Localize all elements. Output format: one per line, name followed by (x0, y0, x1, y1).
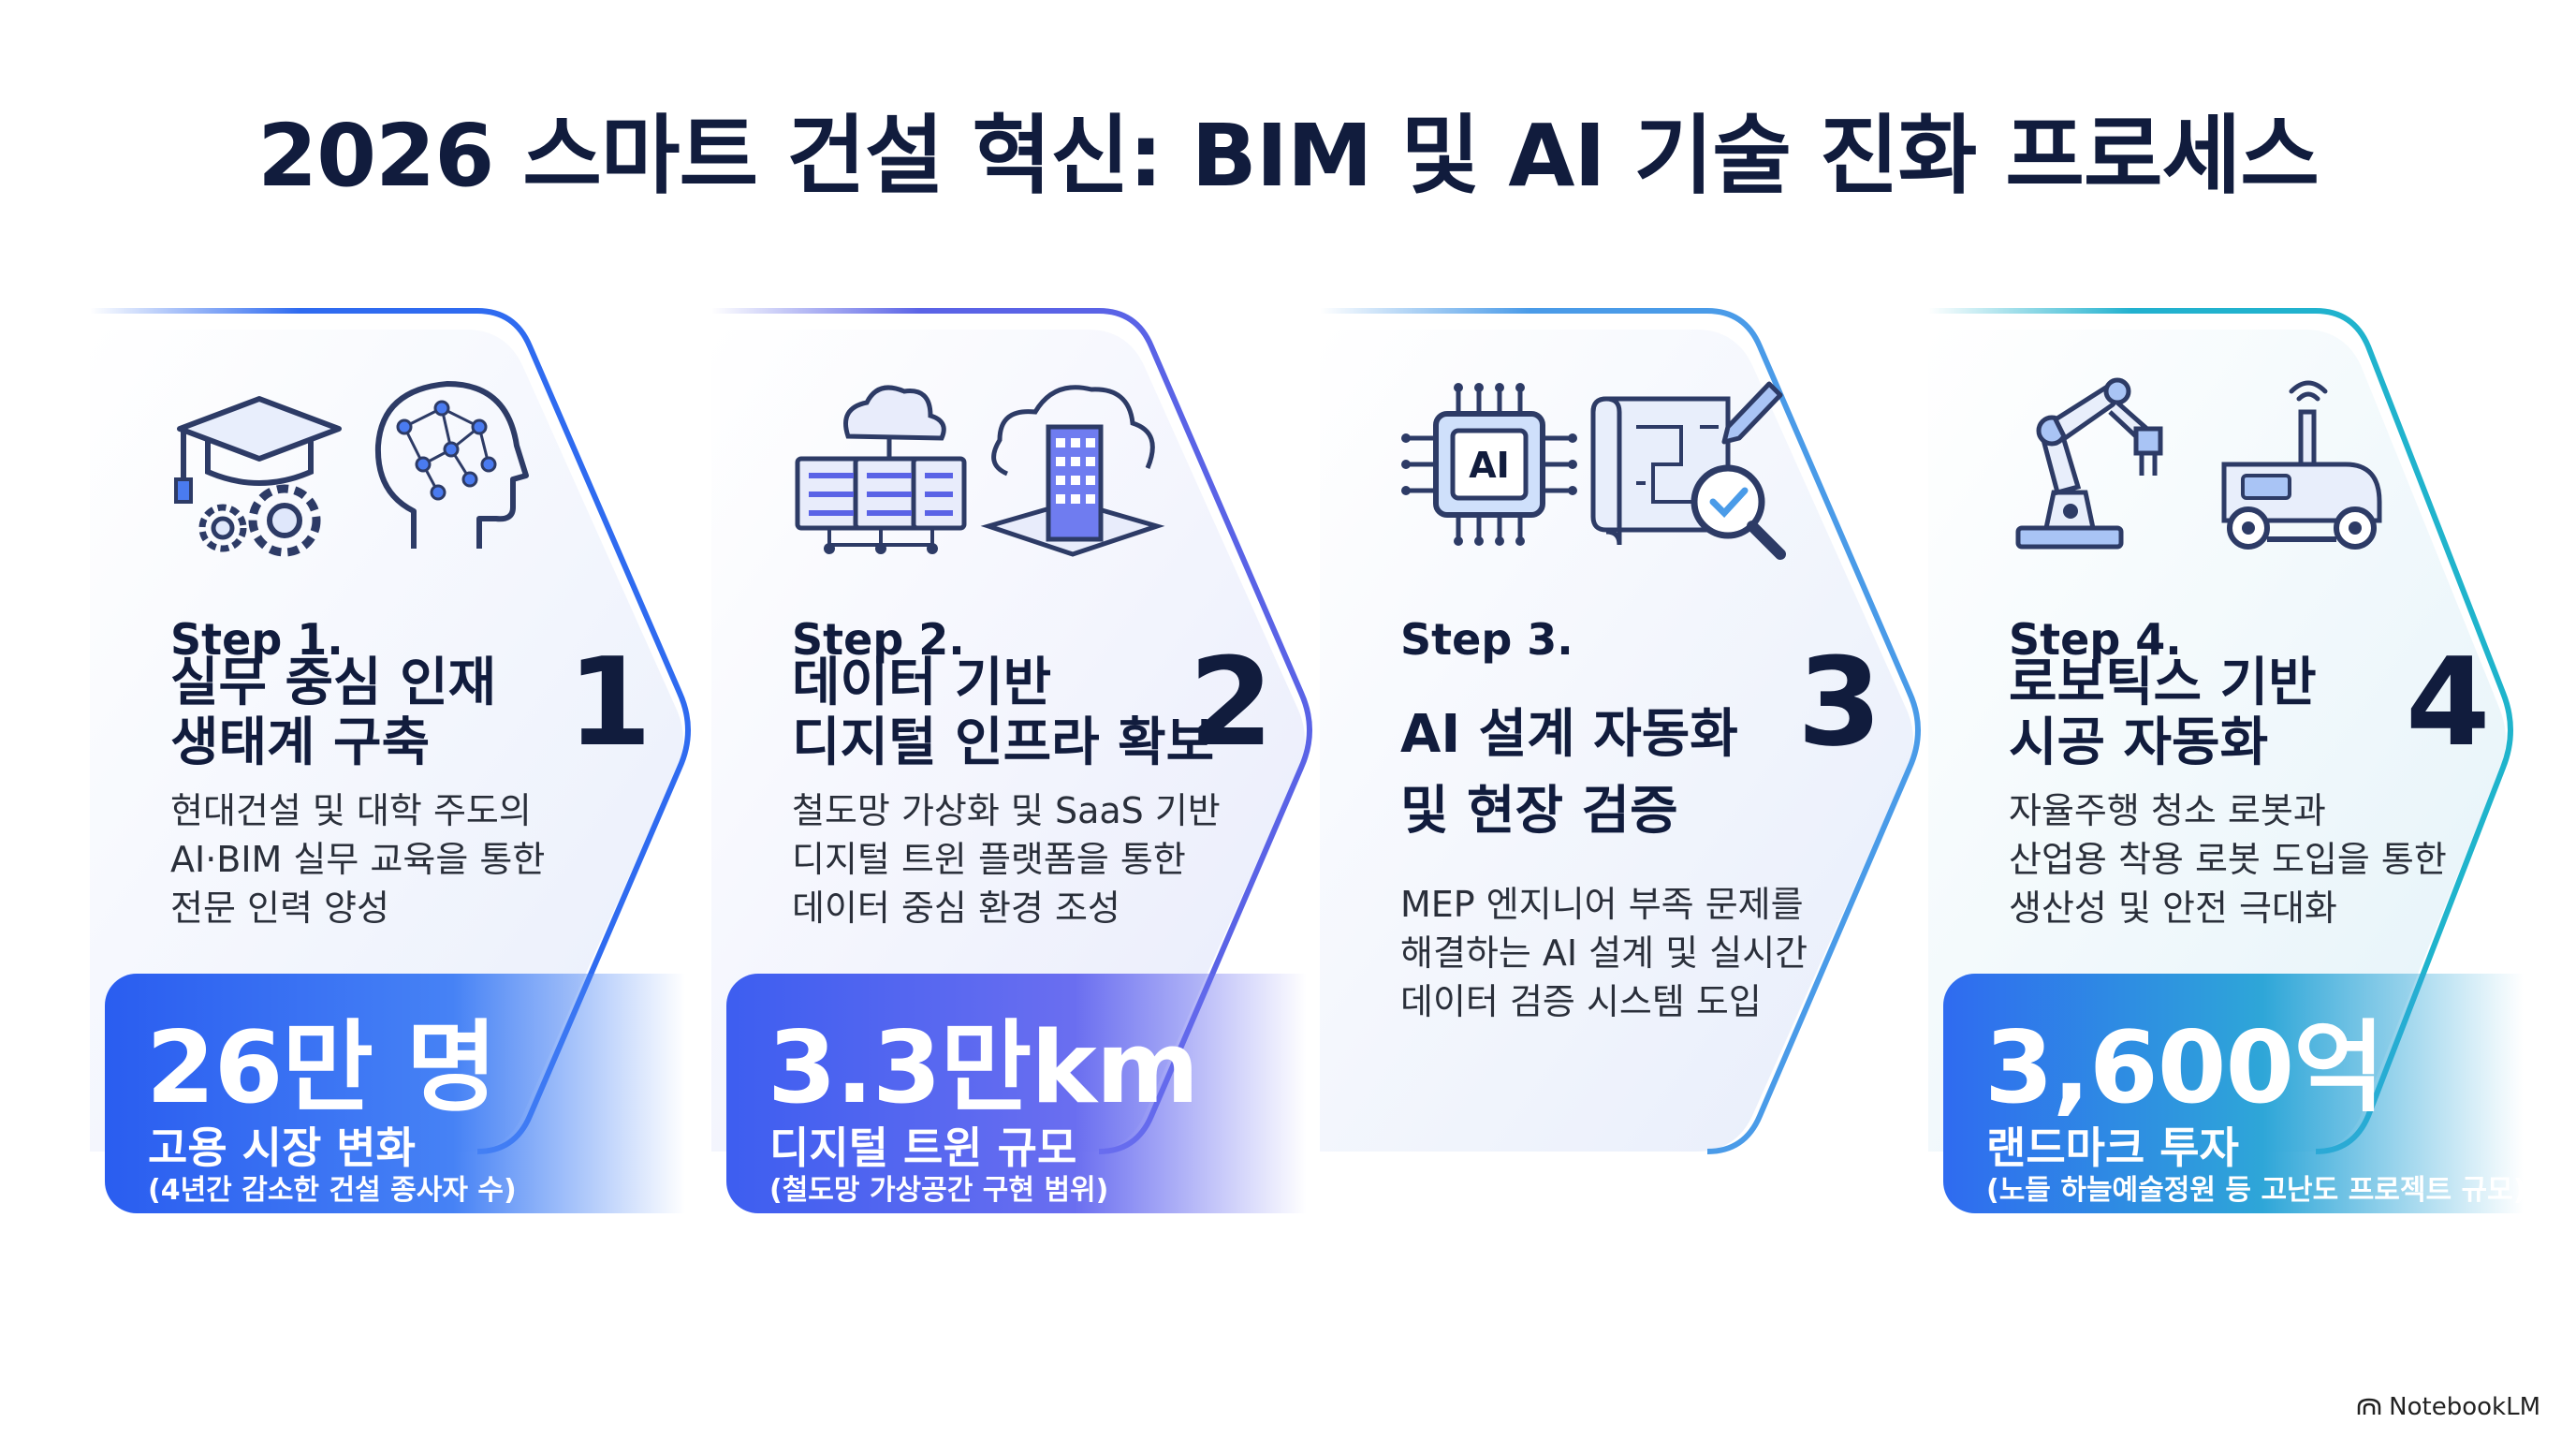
step-1-desc-line-1: 현대건설 및 대학 주도의 (170, 790, 532, 831)
step-2-card: Step 2. 데이터 기반 디지털 인프라 확보 2 철도망 가상화 및 Sa… (711, 305, 1404, 1223)
step-3-description: MEP 엔지니어 부족 문제를 해결하는 AI 설계 및 실시간 데이터 검증 … (1400, 880, 1925, 1026)
step-4-desc-line-1: 자율주행 청소 로봇과 (2009, 790, 2326, 831)
step-3-label: Step 3. (1400, 614, 1573, 665)
step-1-desc-line-2: AI·BIM 실무 교육을 통한 (170, 839, 546, 880)
step-2-description: 철도망 가상화 및 SaaS 기반 디지털 트윈 플랫폼을 통한 데이터 중심 … (792, 786, 1316, 932)
notebooklm-watermark: NotebookLM (2357, 1393, 2540, 1421)
autonomous-robot-icon (2221, 380, 2382, 550)
step-2-title: 데이터 기반 디지털 인프라 확보 (792, 653, 1279, 773)
step-2-desc-line-3: 데이터 중심 환경 조성 (792, 888, 1120, 929)
step-2-title-line-1: 데이터 기반 (792, 653, 1052, 713)
step-1-stat-sub: (4년간 감소한 건설 종사자 수) (148, 1174, 517, 1207)
step-2-stat-sub: (철도망 가상공간 구현 범위) (769, 1174, 1109, 1207)
step-3-number: 3 (1797, 631, 1882, 773)
cloud-server-icon (795, 385, 967, 554)
step-4-title-line-1: 로보틱스 기반 (2009, 653, 2317, 713)
step-3-title-line-1: AI 설계 자동화 (1400, 704, 1738, 765)
step-4-title-line-2: 시공 자동화 (2009, 712, 2269, 773)
step-4-stat-sub: (노들 하늘예술정원 등 고난도 프로젝트 규모) (1986, 1174, 2526, 1207)
step-4-number: 4 (2406, 631, 2491, 773)
step-1-desc-line-3: 전문 인력 양성 (170, 888, 389, 929)
ai-brain-head-icon (374, 381, 529, 549)
step-4-stat-label: 랜드마크 투자 (1986, 1123, 2239, 1173)
step-3-title: AI 설계 자동화 및 현장 검증 (1400, 697, 1887, 850)
step-3-desc-line-1: MEP 엔지니어 부족 문제를 (1400, 884, 1804, 925)
step-1-card: Step 1. 실무 중심 인재 생태계 구축 1 현대건설 및 대학 주도의 … (90, 305, 783, 1223)
step-4-stat-box: 3,600억 랜드마크 투자 (노들 하늘예술정원 등 고난도 프로젝트 규모) (1943, 974, 2526, 1213)
step-4-card: Step 4. 로보틱스 기반 시공 자동화 4 자율주행 청소 로봇과 산업용… (1928, 305, 2576, 1223)
step-3-icons: AI (1400, 371, 1831, 577)
step-1-description: 현대건설 및 대학 주도의 AI·BIM 실무 교육을 통한 전문 인력 양성 (170, 786, 695, 932)
step-1-stat-value: 26만 명 (146, 1010, 497, 1125)
step-4-description: 자율주행 청소 로봇과 산업용 착용 로봇 도입을 통한 생산성 및 안전 극대… (2009, 786, 2533, 932)
step-4-icons (2009, 371, 2439, 577)
step-1-label: Step 1. (170, 614, 344, 665)
ai-chip-icon: AI (1401, 383, 1577, 546)
step-2-title-line-2: 디지털 인프라 확보 (792, 712, 1215, 773)
step-2-desc-line-2: 디지털 트윈 플랫폼을 통한 (792, 839, 1186, 880)
step-4-title: 로보틱스 기반 시공 자동화 (2009, 653, 2496, 773)
step-2-desc-line-1: 철도망 가상화 및 SaaS 기반 (792, 790, 1221, 831)
robot-arm-icon (2015, 377, 2163, 550)
step-1-title: 실무 중심 인재 생태계 구축 (170, 653, 657, 773)
step-4-desc-line-2: 산업용 착용 로봇 도입을 통한 (2009, 839, 2447, 880)
step-3-card: AI Step 3. AI 설계 자동화 및 현장 검증 3 MEP 엔지니어 … (1320, 305, 2012, 1223)
step-3-title-line-2: 및 현장 검증 (1400, 781, 1678, 842)
gears-icon (198, 484, 321, 557)
step-2-label: Step 2. (792, 614, 965, 665)
step-2-icons (792, 371, 1222, 577)
page-title: 2026 스마트 건설 혁신: BIM 및 AI 기술 진화 프로세스 (257, 106, 2320, 206)
brand-label: NotebookLM (2389, 1393, 2540, 1421)
step-2-number: 2 (1189, 631, 1274, 773)
step-1-icons (170, 371, 601, 577)
ai-chip-label: AI (1469, 445, 1510, 486)
step-1-title-line-2: 생태계 구축 (170, 712, 431, 773)
step-1-stat-label: 고용 시장 변화 (148, 1123, 416, 1173)
step-3-desc-line-3: 데이터 검증 시스템 도입 (1400, 981, 1762, 1022)
cloud-building-icon (980, 385, 1165, 557)
step-4-stat-value: 3,600억 (1984, 1010, 2385, 1125)
step-3-desc-line-2: 해결하는 AI 설계 및 실시간 (1400, 932, 1808, 974)
graduation-cap-icon (174, 396, 342, 557)
step-1-stat-box: 26만 명 고용 시장 변화 (4년간 감소한 건설 종사자 수) (105, 974, 685, 1213)
notebooklm-logo-icon (2357, 1398, 2381, 1415)
step-2-stat-box: 3.3만km 디지털 트윈 규모 (철도망 가상공간 구현 범위) (726, 974, 1307, 1213)
step-1-number: 1 (567, 631, 652, 773)
step-4-desc-line-3: 생산성 및 안전 극대화 (2009, 888, 2337, 929)
step-1-title-line-1: 실무 중심 인재 (170, 653, 497, 713)
blueprint-inspect-icon (1590, 381, 1786, 560)
step-2-stat-label: 디지털 트윈 규모 (769, 1123, 1077, 1173)
step-2-stat-value: 3.3만km (768, 1010, 1199, 1125)
step-4-label: Step 4. (2009, 614, 2182, 665)
